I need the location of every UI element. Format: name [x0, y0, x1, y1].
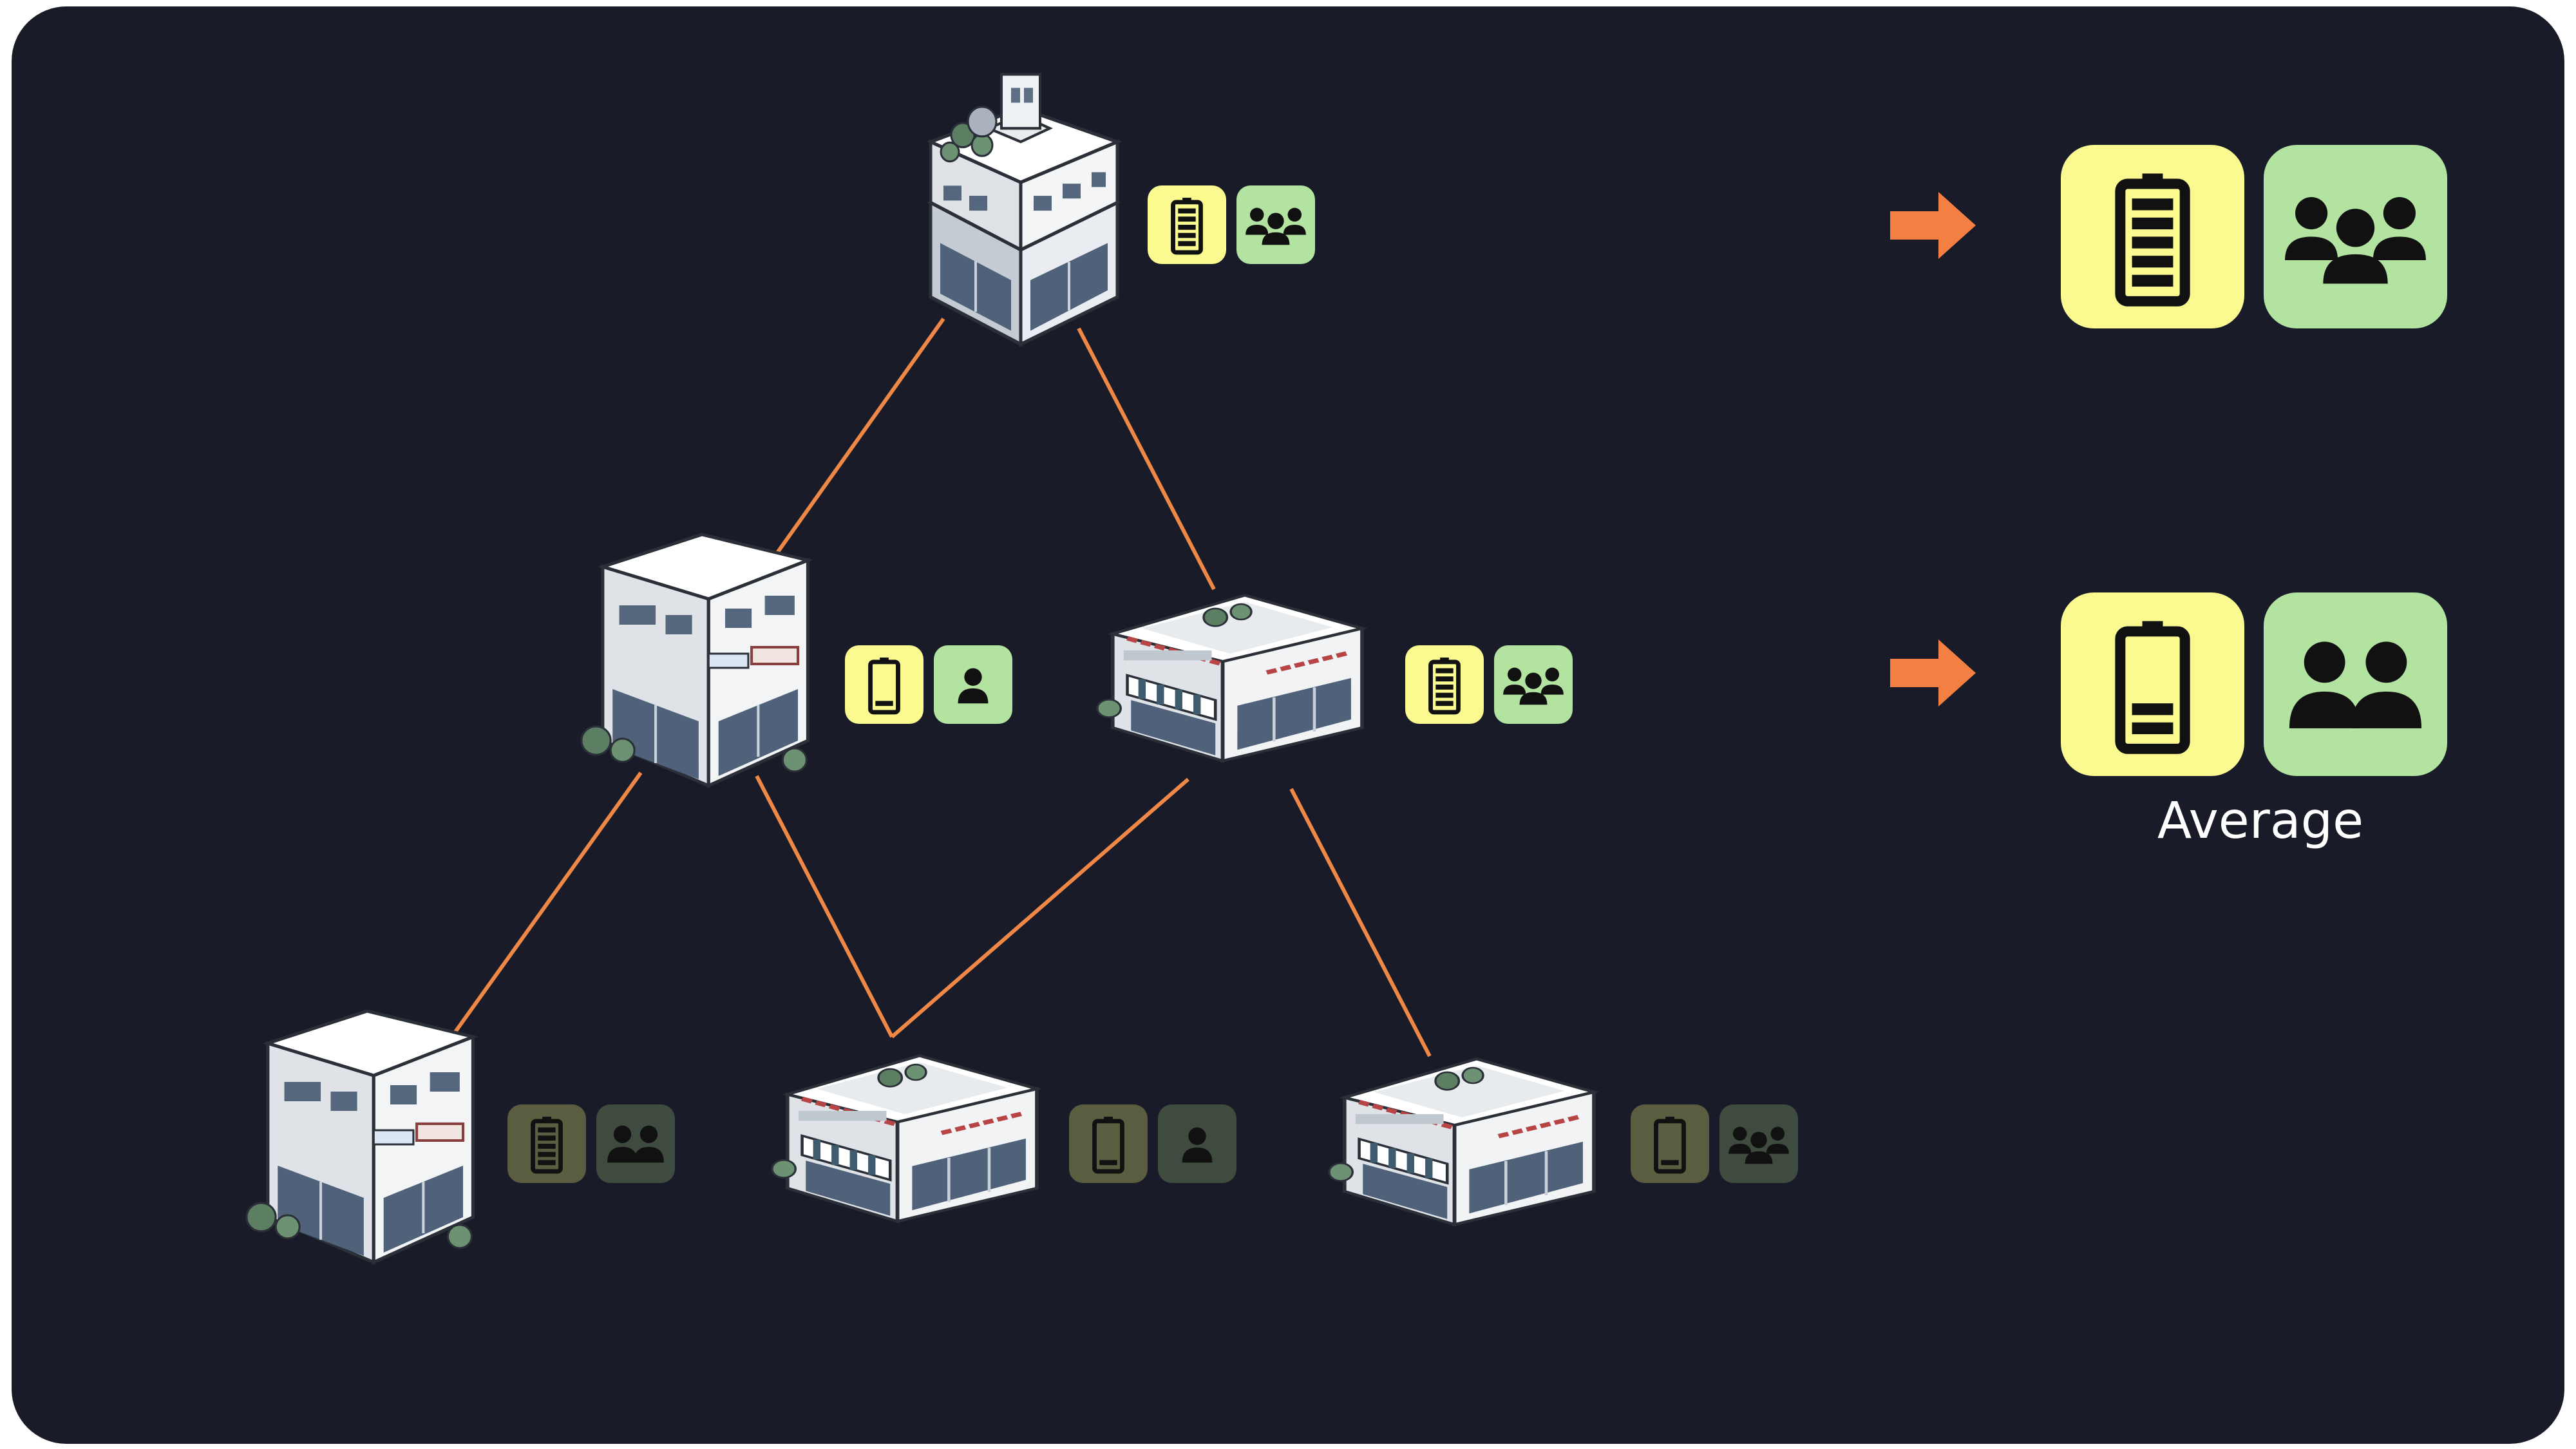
- arrow-right-icon: [1890, 639, 1976, 706]
- result-people-tile: [2264, 145, 2447, 328]
- result-people-tile: [2264, 592, 2447, 776]
- edge-mid-right-to-leaf-2: [891, 777, 1189, 1039]
- average-result: [1890, 592, 2447, 776]
- people-tile: [1719, 1104, 1798, 1183]
- battery-tile: [1405, 645, 1484, 724]
- people-tile: [1158, 1104, 1236, 1183]
- people-tile: [596, 1104, 675, 1183]
- office-block-building-icon: [582, 535, 808, 786]
- people-tile: [1236, 185, 1315, 264]
- arrow-right-icon: [1890, 192, 1976, 259]
- edge-mid-right-to-leaf-3: [1289, 788, 1432, 1057]
- node-root: [931, 74, 1315, 344]
- result-battery-tile: [2061, 592, 2244, 776]
- battery-tile: [1069, 1104, 1148, 1183]
- battery-tile: [1631, 1104, 1709, 1183]
- people-tile: [1494, 645, 1573, 724]
- node-mid-left: [582, 535, 1012, 786]
- tree-nodes: [247, 74, 1798, 1262]
- edge-root-to-mid-right: [1077, 327, 1216, 591]
- average-label: Average: [2157, 792, 2364, 850]
- edge-root-to-mid-left: [768, 317, 945, 565]
- office-block-building-icon: [247, 1011, 473, 1262]
- people-tile: [934, 645, 1012, 724]
- edge-mid-left-to-leaf-2: [755, 775, 894, 1038]
- edge-mid-left-to-leaf-1: [452, 772, 643, 1035]
- node-mid-right: [1097, 595, 1573, 761]
- battery-tile: [845, 645, 923, 724]
- tree-edges: [452, 317, 1432, 1057]
- node-leaf-1: [247, 1011, 675, 1262]
- battery-tile: [1148, 185, 1226, 264]
- top-result: [1890, 145, 2447, 328]
- node-leaf-3: [1329, 1059, 1798, 1224]
- result-battery-tile: [2061, 145, 2244, 328]
- node-leaf-2: [772, 1056, 1236, 1221]
- results-panel: [1890, 145, 2447, 776]
- battery-tile: [507, 1104, 586, 1183]
